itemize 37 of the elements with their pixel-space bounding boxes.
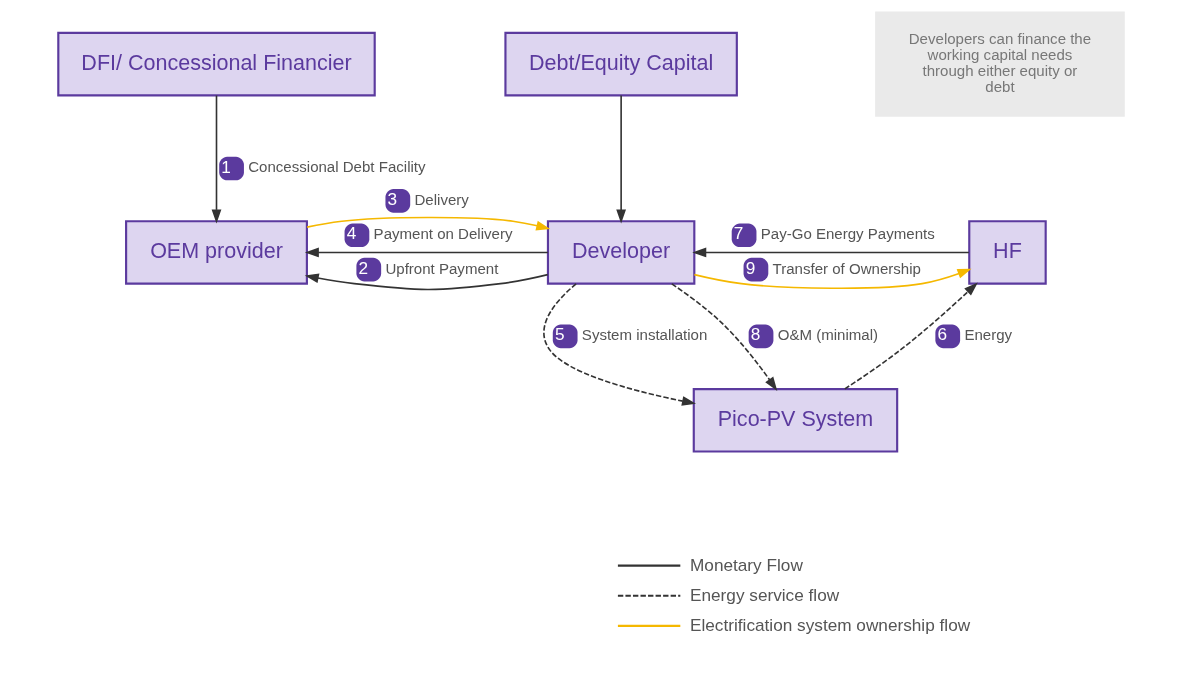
edge-label: 5 xyxy=(554,324,565,345)
label: Payment on Delivery xyxy=(373,225,513,243)
legend-label: Electrification system ownership flow xyxy=(690,615,971,636)
legend-label: Energy service flow xyxy=(690,584,840,605)
edge-label: 9 xyxy=(745,257,756,278)
edge-label: 8 xyxy=(750,324,761,345)
node-box: Developer xyxy=(546,220,696,285)
label: Delivery xyxy=(414,190,469,208)
node-box: Pico-PV System xyxy=(692,388,899,453)
arrow xyxy=(844,282,978,390)
edge-label: 7 xyxy=(733,223,744,244)
edge-label: 6 xyxy=(937,324,948,345)
label: Transfer of Ownership xyxy=(772,259,921,277)
arrow xyxy=(693,268,972,289)
label: Concessional Debt Facility xyxy=(248,158,426,176)
arrow xyxy=(211,94,222,224)
edge-label: 3 xyxy=(387,188,398,209)
arrow xyxy=(616,94,627,224)
label: System installation xyxy=(581,326,708,344)
edge-label: 4 xyxy=(346,223,357,244)
label: Pay-Go Energy Payments xyxy=(760,225,935,243)
node-box: DFI/ Concessional Financier xyxy=(57,31,376,97)
label: O&M (minimal) xyxy=(777,326,879,344)
arrow xyxy=(304,273,549,291)
edge-label: 1 xyxy=(221,156,231,177)
node-box: Debt/Equity Capital xyxy=(504,31,738,97)
label: Upfront Payment xyxy=(385,259,499,277)
arrow xyxy=(671,283,778,391)
node-box: OEM provider xyxy=(125,220,308,285)
arrow xyxy=(306,216,551,231)
arrow xyxy=(692,247,970,258)
arrow xyxy=(304,247,549,258)
legend-label: Monetary Flow xyxy=(690,554,803,575)
arrow xyxy=(543,283,696,406)
edge-label: 2 xyxy=(358,257,369,278)
label: Energy xyxy=(964,326,1013,344)
node-box: HF xyxy=(968,220,1047,285)
